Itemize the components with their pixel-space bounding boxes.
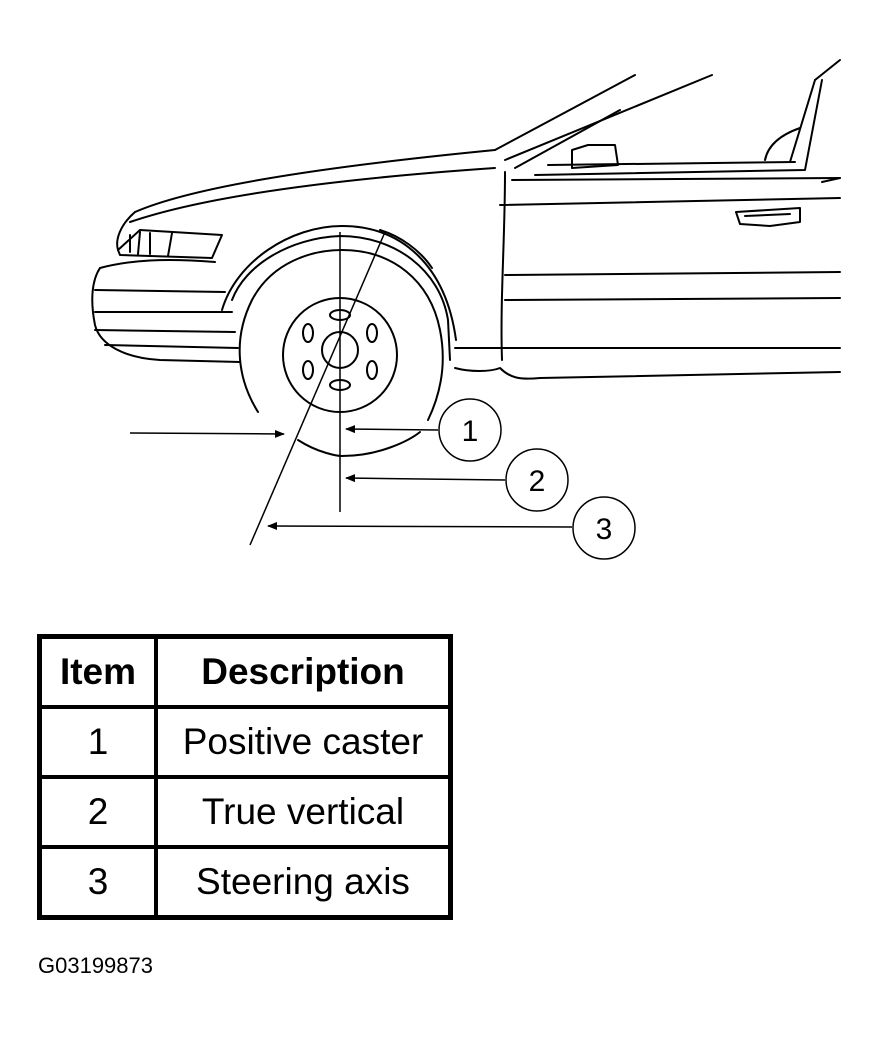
steering-axis-arrow — [267, 522, 573, 531]
leader-lines — [129, 425, 573, 531]
row-description: Positive caster — [154, 705, 453, 779]
figure-id: G03199873 — [38, 953, 153, 978]
table-row: 2 True vertical — [37, 775, 453, 849]
caster-arrow-right — [345, 425, 439, 434]
callout-1-label: 1 — [462, 415, 479, 448]
row-description: True vertical — [154, 775, 453, 849]
caster-arrow-left — [129, 429, 285, 438]
callout-3-label: 3 — [596, 513, 613, 546]
caster-diagram: 1 2 3 — [91, 59, 841, 560]
callout-3: 3 — [572, 496, 636, 560]
callout-2: 2 — [505, 448, 569, 512]
header-description: Description — [154, 634, 453, 709]
reference-lines — [249, 231, 386, 546]
legend-table: Item Description 1 Positive caster 2 Tru… — [37, 634, 453, 920]
table-row: 3 Steering axis — [37, 845, 453, 920]
row-item: 1 — [37, 705, 158, 779]
row-item: 3 — [37, 845, 158, 920]
true-vertical-arrow — [345, 474, 506, 483]
row-description: Steering axis — [154, 845, 453, 920]
table-row: 1 Positive caster — [37, 705, 453, 779]
row-item: 2 — [37, 775, 158, 849]
header-item: Item — [37, 634, 158, 709]
callout-1: 1 — [438, 398, 502, 462]
table-header-row: Item Description — [37, 634, 453, 709]
steering-axis-line — [249, 231, 386, 546]
callout-2-label: 2 — [529, 465, 546, 498]
car-outline — [91, 59, 841, 457]
